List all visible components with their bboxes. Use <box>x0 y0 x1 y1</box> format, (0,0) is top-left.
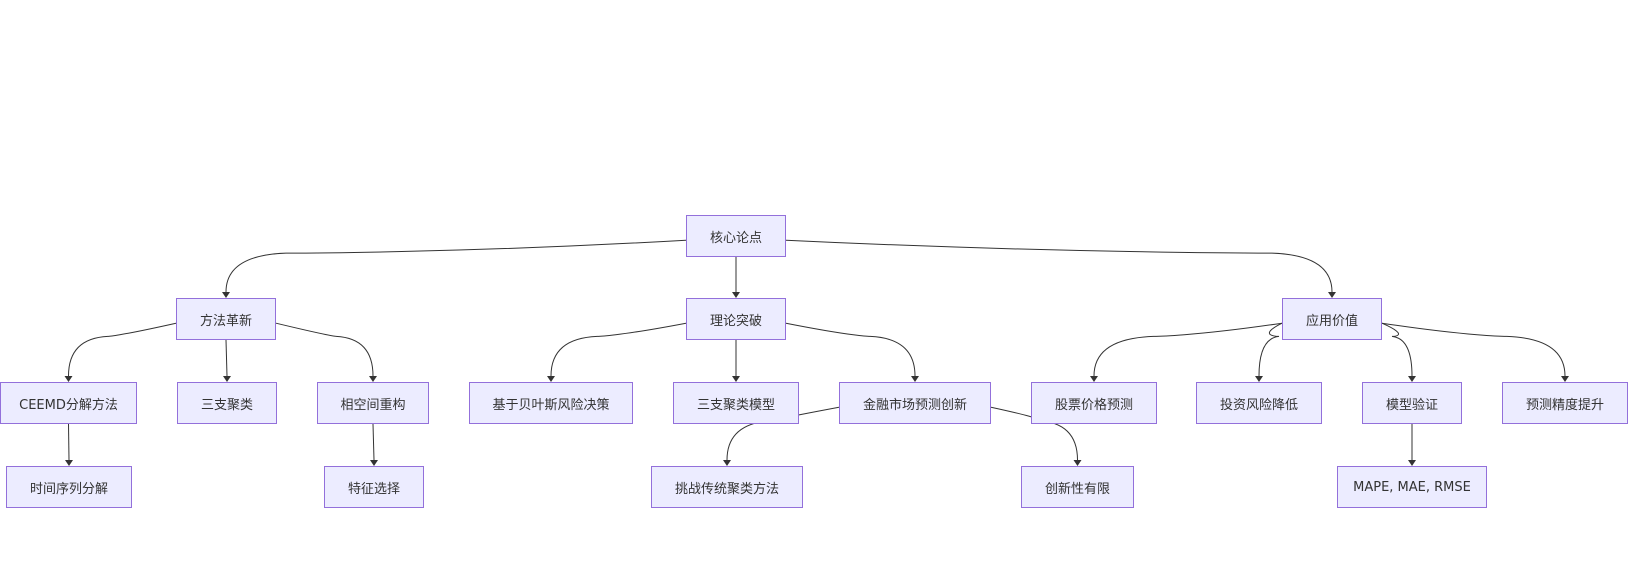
arrowhead-finance_innovation-to-challenge <box>723 460 731 466</box>
arrowhead-validation-to-metrics <box>1408 460 1416 466</box>
node-ceemd-decomposition[interactable]: CEEMD分解方法 <box>0 382 137 424</box>
node-model-validation[interactable]: 模型验证 <box>1362 382 1462 424</box>
arrowhead-finance_innovation-to-limited <box>1073 460 1082 466</box>
node-limited-innovation[interactable]: 创新性有限 <box>1021 466 1134 508</box>
arrowhead-method-to-three_way <box>223 376 231 382</box>
arrowhead-root-to-application <box>1328 292 1336 298</box>
arrowhead-application-to-precision <box>1561 376 1569 382</box>
edge-ceemd-to-time_series <box>68 423 70 461</box>
edge-theory-to-bayes <box>550 322 687 377</box>
arrowhead-ceemd-to-time_series <box>65 460 73 466</box>
node-challenge-traditional-clustering[interactable]: 挑战传统聚类方法 <box>651 466 803 508</box>
arrowhead-theory-to-three_way_model <box>732 376 740 382</box>
arrowhead-method-to-ceemd <box>64 376 73 382</box>
node-method-innovation[interactable]: 方法革新 <box>176 298 276 340</box>
edge-root-to-application <box>785 239 1333 293</box>
node-core-argument[interactable]: 核心论点 <box>686 215 786 257</box>
node-investment-risk-reduction[interactable]: 投资风险降低 <box>1196 382 1322 424</box>
node-bayesian-risk-decision[interactable]: 基于贝叶斯风险决策 <box>469 382 633 424</box>
node-phase-space-reconstruction[interactable]: 相空间重构 <box>317 382 429 424</box>
edge-application-to-precision <box>1381 322 1566 377</box>
node-financial-market-prediction-innovation[interactable]: 金融市场预测创新 <box>839 382 991 424</box>
arrowhead-root-to-theory <box>732 292 740 298</box>
node-metrics-mape-mae-rmse[interactable]: MAPE, MAE, RMSE <box>1337 466 1487 508</box>
node-stock-price-prediction[interactable]: 股票价格预测 <box>1031 382 1157 424</box>
edge-theory-to-finance_innovation <box>785 322 916 377</box>
arrowhead-root-to-method <box>222 292 230 298</box>
edge-method-to-ceemd <box>68 322 177 377</box>
arrowhead-application-to-validation <box>1408 376 1416 382</box>
node-three-way-clustering[interactable]: 三支聚类 <box>177 382 277 424</box>
arrowhead-theory-to-bayes <box>547 376 555 382</box>
node-time-series-decomposition[interactable]: 时间序列分解 <box>6 466 132 508</box>
edge-method-to-three_way <box>225 339 228 377</box>
edge-application-to-risk <box>1258 322 1283 377</box>
node-three-way-clustering-model[interactable]: 三支聚类模型 <box>673 382 799 424</box>
edge-method-to-phase_space <box>275 322 374 377</box>
node-prediction-precision-improvement[interactable]: 预测精度提升 <box>1502 382 1628 424</box>
arrowhead-phase_space-to-feature <box>370 460 378 466</box>
edge-root-to-method <box>225 239 687 293</box>
node-application-value[interactable]: 应用价值 <box>1282 298 1382 340</box>
edge-phase_space-to-feature <box>372 423 375 461</box>
node-theory-breakthrough[interactable]: 理论突破 <box>686 298 786 340</box>
node-feature-selection[interactable]: 特征选择 <box>324 466 424 508</box>
arrowhead-theory-to-finance_innovation <box>911 376 919 382</box>
arrowhead-application-to-stock <box>1090 376 1098 382</box>
edge-application-to-stock <box>1093 322 1283 377</box>
arrowhead-method-to-phase_space <box>369 376 377 382</box>
edge-application-to-validation <box>1381 322 1413 377</box>
arrowhead-application-to-risk <box>1255 376 1263 382</box>
